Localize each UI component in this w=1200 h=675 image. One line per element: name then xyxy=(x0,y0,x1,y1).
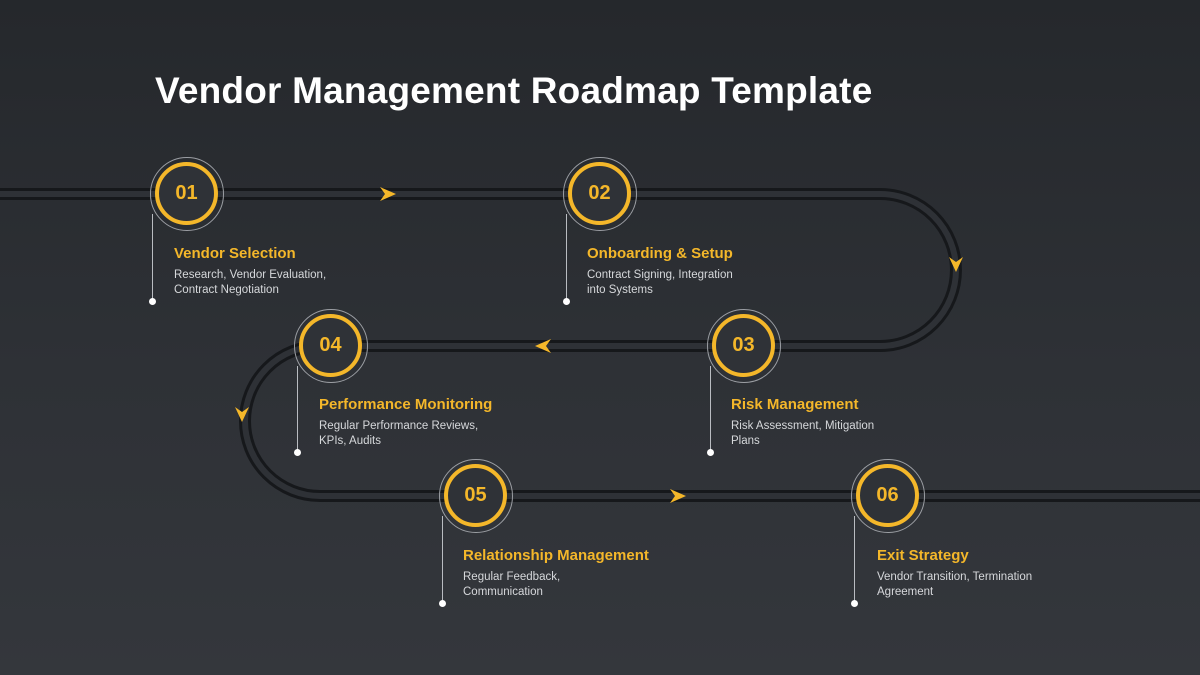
step-03-number: 03 xyxy=(732,334,755,356)
step-02-heading: Onboarding & Setup xyxy=(587,245,733,262)
direction-arrow-right-top xyxy=(380,187,396,201)
step-03-description: Risk Assessment, Mitigation Plans xyxy=(731,419,931,449)
step-01-circle: 01 xyxy=(150,157,224,231)
step-02-connector xyxy=(566,214,567,300)
step-03-heading: Risk Management xyxy=(731,396,859,413)
step-03-dot xyxy=(707,449,714,456)
step-01-dot xyxy=(149,298,156,305)
step-05-dot xyxy=(439,600,446,607)
step-05-description: Regular Feedback, Communication xyxy=(463,570,663,600)
step-02-number: 02 xyxy=(588,182,611,204)
step-03-description-line1: Risk Assessment, Mitigation xyxy=(731,420,875,432)
step-01-description-line1: Research, Vendor Evaluation, xyxy=(174,269,327,281)
step-01-description-line2: Contract Negotiation xyxy=(174,284,279,296)
direction-arrow-left-middle xyxy=(535,339,551,353)
slide-title: Vendor Management Roadmap Template xyxy=(155,70,873,111)
step-02-description: Contract Signing, Integration into Syste… xyxy=(587,268,787,298)
step-06-description-line2: Agreement xyxy=(877,586,934,598)
step-04-heading: Performance Monitoring xyxy=(319,396,493,413)
step-03-description-line2: Plans xyxy=(731,435,760,447)
step-04-description: Regular Performance Reviews, KPIs, Audit… xyxy=(319,419,519,449)
step-04-connector xyxy=(297,366,298,452)
step-01-badge: 01 xyxy=(155,162,218,225)
step-05-circle: 05 xyxy=(439,459,513,533)
step-02-circle: 02 xyxy=(563,157,637,231)
direction-arrow-down-right xyxy=(949,257,963,272)
step-04-description-line2: KPIs, Audits xyxy=(319,435,382,447)
step-04-number: 04 xyxy=(319,334,342,356)
road-inner-path xyxy=(0,191,1200,499)
step-01-description: Research, Vendor Evaluation, Contract Ne… xyxy=(174,268,374,298)
step-06-badge: 06 xyxy=(856,464,919,527)
step-05-heading: Relationship Management xyxy=(463,547,649,564)
step-04-description-line1: Regular Performance Reviews, xyxy=(319,420,479,432)
step-06-description-line1: Vendor Transition, Termination xyxy=(877,571,1033,583)
step-06-number: 06 xyxy=(876,484,899,506)
step-05-description-line1: Regular Feedback, xyxy=(463,571,561,583)
direction-arrow-right-bottom xyxy=(670,489,686,503)
step-02-description-line1: Contract Signing, Integration xyxy=(587,269,733,281)
step-06-circle: 06 xyxy=(851,459,925,533)
step-01-number: 01 xyxy=(175,182,198,204)
step-03-circle: 03 xyxy=(707,309,781,383)
step-01-heading: Vendor Selection xyxy=(174,245,296,262)
step-04-circle: 04 xyxy=(294,309,368,383)
step-06-connector xyxy=(854,516,855,603)
step-05-connector xyxy=(442,516,443,603)
step-03-connector xyxy=(710,366,711,452)
step-06-heading: Exit Strategy xyxy=(877,547,969,564)
step-06-dot xyxy=(851,600,858,607)
step-04-dot xyxy=(294,449,301,456)
direction-arrow-down-left xyxy=(235,407,249,422)
step-05-description-line2: Communication xyxy=(463,586,543,598)
step-02-dot xyxy=(563,298,570,305)
step-05-number: 05 xyxy=(464,484,487,506)
step-05-badge: 05 xyxy=(444,464,507,527)
step-03-badge: 03 xyxy=(712,314,775,377)
step-01-connector xyxy=(152,214,153,300)
step-02-badge: 02 xyxy=(568,162,631,225)
step-06-description: Vendor Transition, Termination Agreement xyxy=(877,570,1077,600)
step-04-badge: 04 xyxy=(299,314,362,377)
step-02-description-line2: into Systems xyxy=(587,284,653,296)
